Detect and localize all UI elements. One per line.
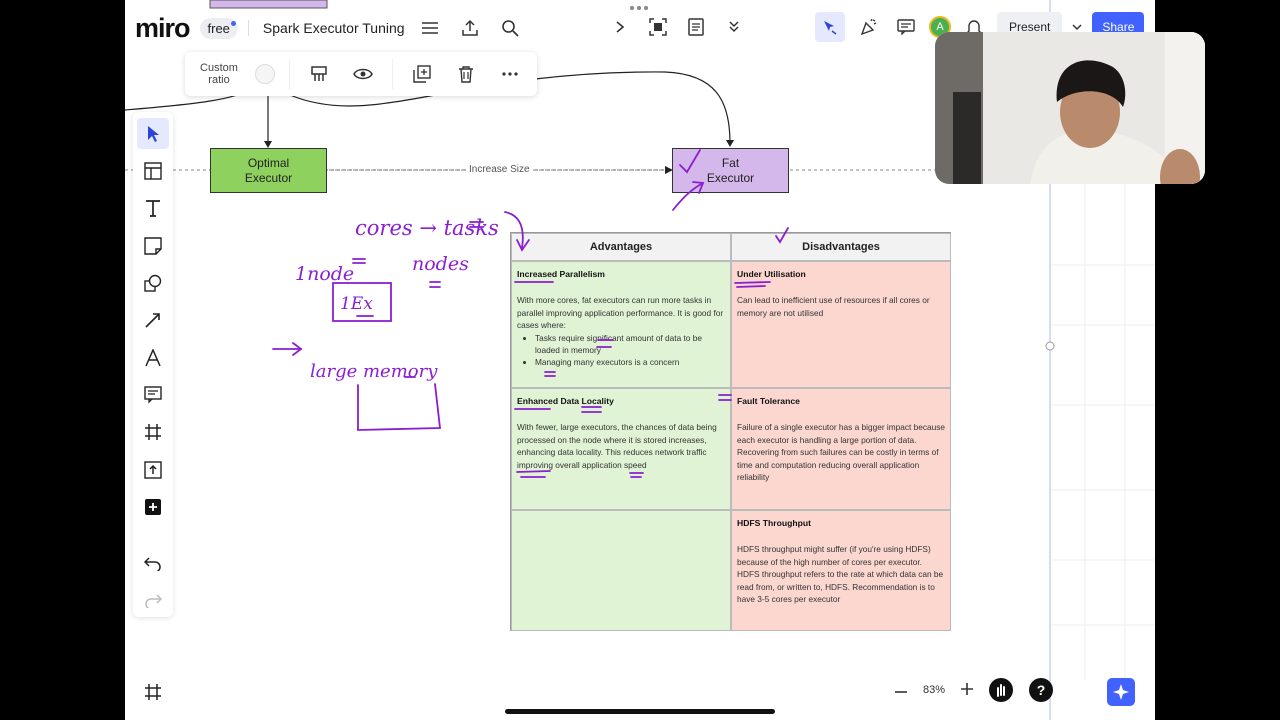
hand-pan-icon[interactable] [989,678,1014,702]
notes-icon[interactable] [681,12,711,42]
optimal-line-1: Optimal [247,155,290,170]
adv-empty-cell[interactable] [511,510,731,631]
chevron-right-icon[interactable] [605,12,635,42]
dis1-body: Can lead to inefficient use of resources… [737,295,930,318]
header-disadvantages: Disadvantages [731,233,951,261]
ratio-label-2: ratio [208,74,230,86]
zoom-out-icon[interactable] [895,684,907,696]
zoom-in-icon[interactable] [961,682,974,698]
dis1-title: Under Utilisation [737,269,806,279]
menu-icon[interactable] [415,13,445,43]
hw-node: 1node [295,263,354,285]
ai-assist-icon[interactable] [1107,678,1135,706]
topbar-middle [605,12,749,42]
connector-line-icon[interactable] [137,305,169,336]
reactions-icon[interactable] [853,12,883,42]
hw-nodes: nodes [412,253,469,275]
topbar-left: miro free Spark Executor Tuning [135,8,525,48]
redo-icon[interactable] [137,586,169,617]
zoom-level[interactable]: 83% [923,684,946,696]
connector-label: Increase Size [467,164,532,175]
eye-icon[interactable] [348,59,378,89]
frame-top-edge [209,0,328,9]
dis2-body: Failure of a single executor has a bigge… [737,422,946,483]
webcam-feed-image [935,32,1205,184]
frames-panel-icon[interactable] [137,676,169,708]
comment-tool-icon[interactable] [137,379,169,410]
left-toolbar [133,112,173,617]
adv1-bullet-1: Tasks require significant amount of data… [535,332,725,357]
plan-badge[interactable]: free [199,17,238,39]
dis-fault-cell[interactable]: Fault Tolerance Failure of a single exec… [731,388,951,510]
miro-logo[interactable]: miro [135,12,191,43]
adv2-title: Enhanced Data Locality [517,396,614,406]
trash-icon[interactable] [451,59,481,89]
divider [289,59,290,89]
adv1-bullet-2: Managing many executors is a concern [535,356,725,368]
connector-to-fat[interactable] [289,71,731,144]
sticky-note-icon[interactable] [137,230,169,261]
divider-2 [392,59,393,89]
optimal-line-2: Executor [244,170,293,185]
notification-dot [230,20,236,26]
hw-cores-tasks: cores → tasks [355,216,499,240]
window-handle-dots [630,6,650,10]
help-icon[interactable]: ? [1029,678,1054,702]
hw-large-memory: large memory [310,361,438,382]
ratio-label-1: Custom [200,62,238,74]
adv1-title: Increased Parallelism [517,269,605,279]
templates-icon[interactable] [137,155,169,186]
export-icon[interactable] [455,13,485,43]
cursor-mode-icon[interactable] [815,12,845,42]
dis-hdfs-cell[interactable]: HDFS Throughput HDFS throughput might su… [731,510,951,631]
pen-tool-icon[interactable] [137,342,169,373]
dis2-title: Fault Tolerance [737,396,800,406]
text-tool-icon[interactable] [137,193,169,224]
comments-icon[interactable] [891,12,921,42]
dis3-title: HDFS Throughput [737,518,811,528]
present-chevron-icon[interactable] [1070,12,1084,42]
fat-line-1: Fat [721,155,740,170]
add-more-icon[interactable] [137,491,169,522]
chevron-down-double-icon[interactable] [719,12,749,42]
dis3-body: HDFS throughput might suffer (if you're … [737,544,944,605]
format-brush-icon[interactable] [304,59,334,89]
adv1-body: With more cores, fat executors can run m… [517,295,724,331]
shapes-icon[interactable] [137,267,169,298]
fat-line-2: Executor [706,170,755,185]
frame-capture-icon[interactable] [643,12,673,42]
adv2-body: With fewer, large executors, the chances… [517,422,717,470]
search-icon[interactable] [495,13,525,43]
plan-label: free [207,20,230,36]
upload-icon[interactable] [137,454,169,485]
duplicate-icon[interactable] [407,59,437,89]
more-options-icon[interactable] [495,59,525,89]
undo-icon[interactable] [137,548,169,579]
fill-color-swatch[interactable] [255,64,275,84]
frame-tool-icon[interactable] [137,417,169,448]
webcam-video-overlay[interactable] [935,32,1205,184]
zoom-controls: 83% ? [895,678,1054,702]
pen-annotations[interactable]: cores → tasks 1node nodes 1Ex large memo… [125,0,1155,720]
canvas-connectors [125,0,1155,720]
select-tool-icon[interactable] [137,118,169,150]
hw-1ex: 1Ex [340,294,373,314]
header-advantages: Advantages [511,233,731,261]
home-indicator [505,709,775,714]
board-title[interactable]: Spark Executor Tuning [247,20,405,36]
resize-handle[interactable] [1045,341,1055,351]
